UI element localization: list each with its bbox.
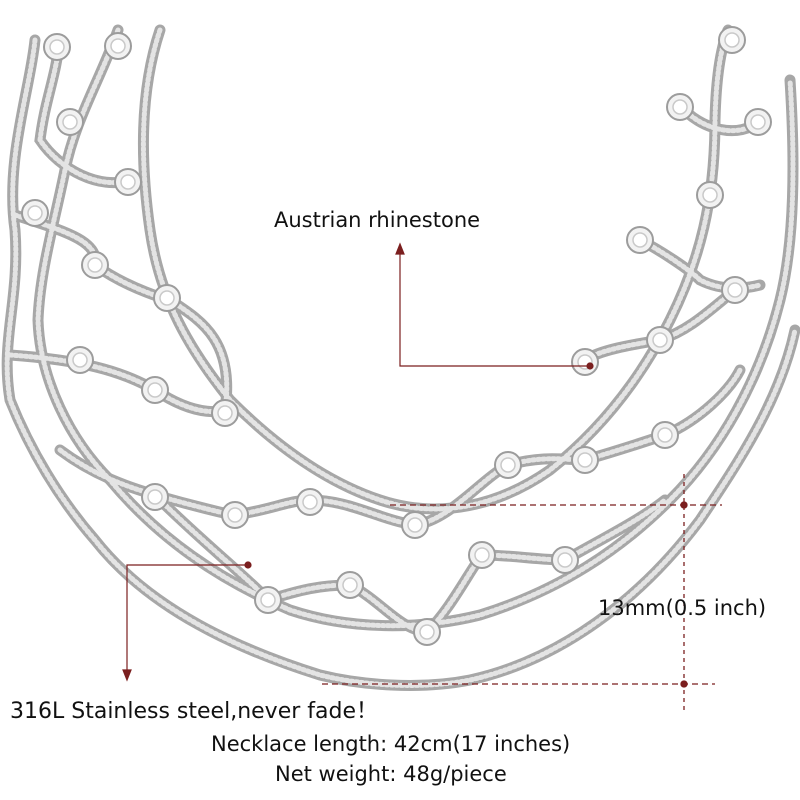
rhinestone [336,571,364,599]
width-measurement-label: 13mm(0.5 inch) [598,596,767,620]
rhinestone [468,541,496,569]
rhinestone [21,199,49,227]
rhinestone [571,348,599,376]
rhinestone [494,451,522,479]
rhinestone-callout-label: Austrian rhinestone [274,208,481,232]
rhinestone [401,511,429,539]
rhinestone [56,108,84,136]
rhinestone [666,93,694,121]
rhinestone [296,488,324,516]
rhinestone [571,446,599,474]
rhinestone [254,586,282,614]
rhinestone [211,399,239,427]
rhinestone [43,33,71,61]
rhinestone [646,326,674,354]
rhinestone [114,168,142,196]
rhinestone [696,181,724,209]
steel-callout-line [122,561,252,682]
net-weight-text: Net weight: 48g/piece [275,762,507,786]
rhinestone [718,26,746,54]
rhinestone [413,618,441,646]
rhinestone [153,284,181,312]
rhinestone [221,501,249,529]
mesh-chain-strands [1,24,800,691]
rhinestone [81,251,109,279]
rhinestone [721,276,749,304]
rhinestone [744,108,772,136]
rhinestone [141,483,169,511]
rhinestone [626,226,654,254]
rhinestone-callout-line [395,242,594,370]
rhinestone [551,546,579,574]
width-dimension-lines [322,474,722,712]
material-spec-text: 316L Stainless steel,never fade！ [10,699,378,724]
rhinestone [141,376,169,404]
rhinestone [66,346,94,374]
necklace-length-text: Necklace length: 42cm(17 inches) [211,732,571,756]
rhinestone [651,421,679,449]
rhinestone [104,32,132,60]
rhinestone-settings [21,26,772,646]
